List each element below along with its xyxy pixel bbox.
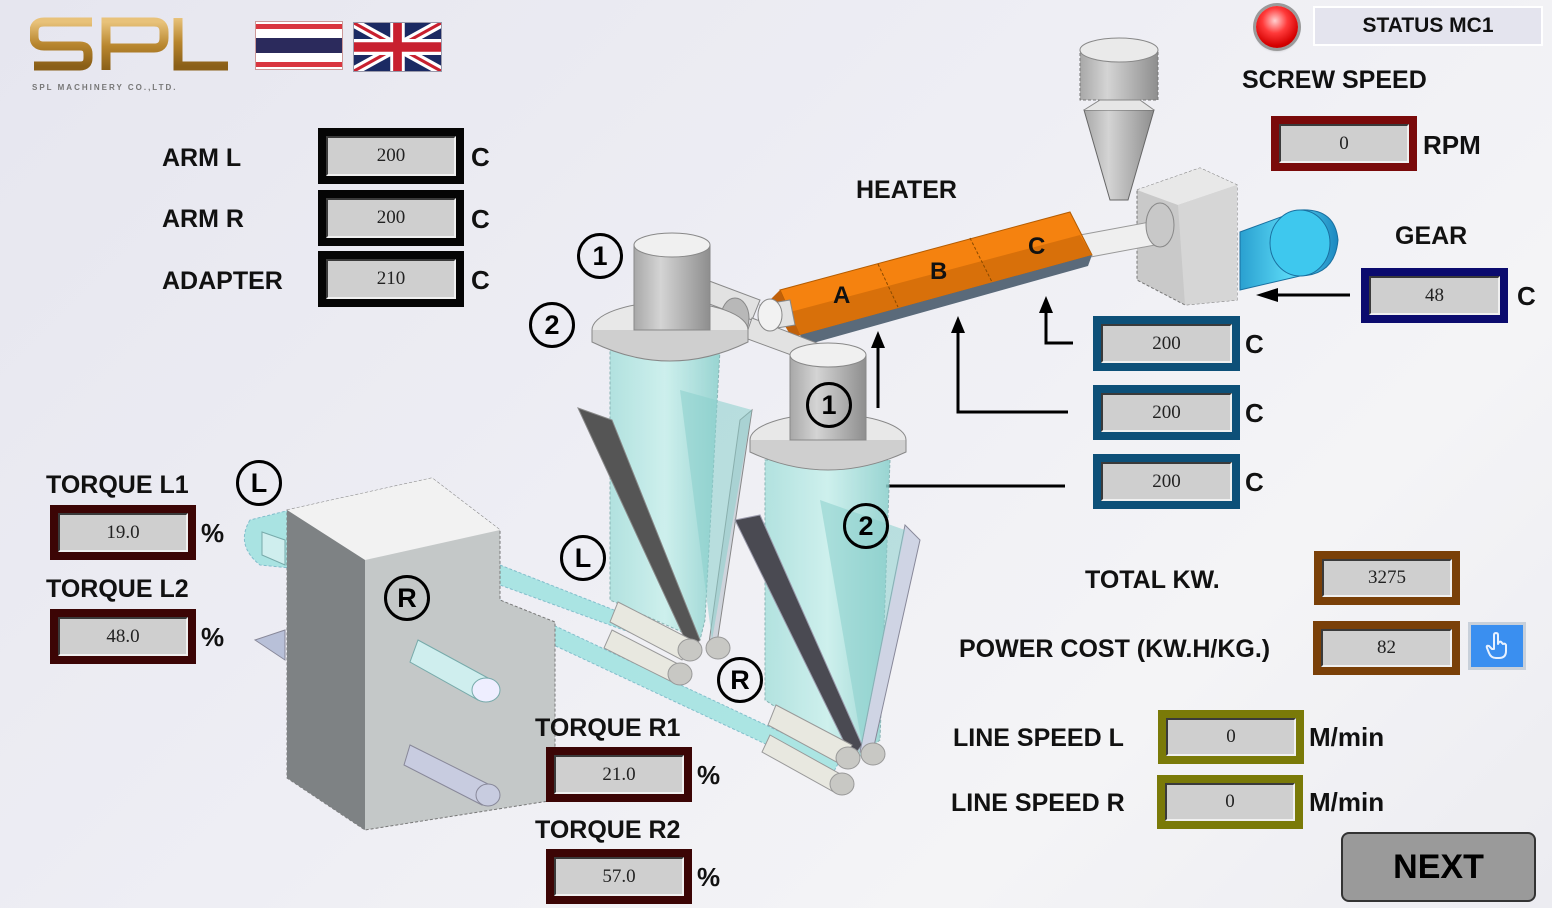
winder-block [253, 477, 556, 831]
screw-speed-field[interactable]: 0 [1271, 116, 1417, 171]
marker-l-winder: L [236, 460, 282, 506]
die-left [577, 232, 753, 651]
torque-r1-field[interactable]: 21.0 [546, 747, 692, 802]
arm-r-unit: C [471, 204, 490, 234]
thai-flag-icon [256, 22, 342, 69]
gearbox [1136, 167, 1238, 306]
line-speed-r-value: 0 [1165, 783, 1295, 821]
power-cost-label: POWER COST (KW.H/KG.) [959, 635, 1271, 663]
power-cost-set-button[interactable] [1468, 622, 1526, 670]
line-speed-l-unit: M/min [1309, 722, 1385, 752]
marker-1-right-die: 1 [806, 382, 852, 428]
gear-label: GEAR [1395, 222, 1468, 250]
torque-r2-label: TORQUE R2 [535, 816, 681, 844]
marker-r-die: R [717, 657, 763, 703]
heater-zone-a-field[interactable]: 200 [1093, 454, 1240, 509]
line-speed-l-field[interactable]: 0 [1158, 710, 1304, 764]
heater-zone-b-field[interactable]: 200 [1093, 385, 1240, 440]
uk-flag-icon [352, 18, 443, 76]
torque-l2-field[interactable]: 48.0 [50, 609, 196, 664]
arm-r-value: 200 [326, 198, 456, 238]
arrow-heads [871, 288, 1278, 348]
adapter-label: ADAPTER [162, 267, 283, 295]
arm-r-field[interactable]: 200 [318, 190, 464, 246]
marker-2-left-die: 2 [529, 302, 575, 348]
next-button[interactable]: NEXT [1341, 832, 1536, 902]
marker-l-die: L [560, 535, 606, 581]
rollers [603, 601, 886, 796]
adapter-unit: C [471, 265, 490, 295]
heater-label: HEATER [856, 176, 957, 204]
torque-l2-value: 48.0 [58, 617, 188, 656]
torque-l1-value: 19.0 [58, 513, 188, 552]
line-speed-r-label: LINE SPEED R [951, 789, 1125, 817]
screw-speed-label: SCREW SPEED [1242, 66, 1427, 94]
marker-r-winder: R [384, 575, 430, 621]
torque-r2-unit: % [697, 862, 721, 892]
arm-l-label: ARM L [162, 144, 242, 172]
torque-r1-label: TORQUE R1 [535, 714, 681, 742]
heater-zone-c-unit: C [1245, 329, 1264, 359]
status-label: STATUS MC1 [1313, 6, 1543, 46]
torque-r2-field[interactable]: 57.0 [546, 849, 692, 904]
torque-r2-value: 57.0 [554, 857, 684, 896]
language-thai-button[interactable] [255, 21, 343, 70]
torque-r1-value: 21.0 [554, 755, 684, 794]
torque-r1-unit: % [697, 760, 721, 790]
line-speed-r-field[interactable]: 0 [1157, 775, 1303, 829]
hand-pointer-icon [1485, 632, 1507, 659]
motor [1239, 209, 1339, 291]
torque-l1-field[interactable]: 19.0 [50, 505, 196, 560]
heater-zone-c-field[interactable]: 200 [1093, 316, 1240, 371]
arm-l-unit: C [471, 142, 490, 172]
total-kw-field[interactable]: 3275 [1314, 551, 1460, 605]
total-kw-value: 3275 [1322, 559, 1452, 597]
heater-zone-b-unit: C [1245, 398, 1264, 428]
spl-logo-icon [29, 17, 228, 71]
torque-l2-unit: % [201, 622, 225, 652]
heater-zone-a-label: A [833, 282, 851, 309]
heater-zone-a-value: 200 [1101, 462, 1232, 501]
gear-unit: C [1517, 281, 1536, 311]
gear-value: 48 [1369, 276, 1500, 315]
torque-l1-label: TORQUE L1 [46, 471, 189, 499]
arm-l-field[interactable]: 200 [318, 128, 464, 184]
adapter-value: 210 [326, 259, 456, 299]
heater-zone-c-label: C [1028, 233, 1046, 260]
line-speed-l-value: 0 [1166, 718, 1296, 756]
hopper [1079, 37, 1159, 201]
power-cost-field[interactable]: 82 [1313, 621, 1460, 675]
company-name: SPL MACHINERY CO.,LTD. [32, 83, 178, 92]
heater-zone-c-value: 200 [1101, 324, 1232, 363]
adapter-field[interactable]: 210 [318, 251, 464, 307]
line-speed-l-label: LINE SPEED L [953, 724, 1124, 752]
spl-logo: SPL MACHINERY CO.,LTD. [29, 14, 230, 94]
language-english-button[interactable] [352, 18, 443, 76]
heater-zone-b-value: 200 [1101, 393, 1232, 432]
status-indicator-led [1256, 6, 1298, 48]
line-speed-r-unit: M/min [1309, 787, 1385, 817]
power-cost-value: 82 [1321, 629, 1452, 667]
heater-leader-lines [876, 293, 1350, 488]
gear-field[interactable]: 48 [1361, 268, 1508, 323]
marker-1-left-die: 1 [577, 233, 623, 279]
total-kw-label: TOTAL KW. [1085, 566, 1220, 594]
screw-speed-value: 0 [1279, 124, 1409, 163]
heater-zone-a-unit: C [1245, 467, 1264, 497]
arm-l-value: 200 [326, 136, 456, 176]
heater-zone-b-label: B [930, 258, 948, 285]
torque-l1-unit: % [201, 518, 225, 548]
arm-r-label: ARM R [162, 205, 244, 233]
heater-barrel [770, 211, 1093, 345]
torque-l2-label: TORQUE L2 [46, 575, 189, 603]
marker-2-right-die: 2 [843, 503, 889, 549]
screw-speed-unit: RPM [1423, 130, 1481, 160]
